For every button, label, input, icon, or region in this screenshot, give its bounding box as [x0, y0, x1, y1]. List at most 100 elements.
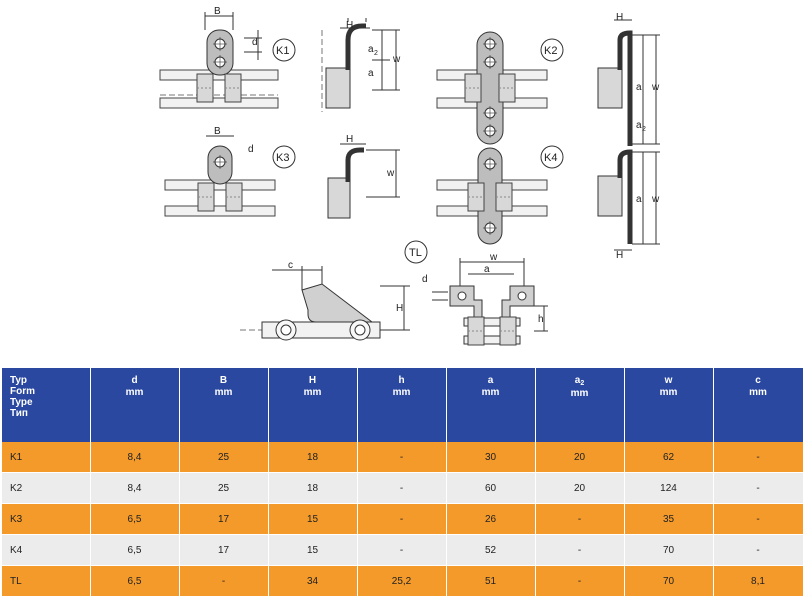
label-a-tl: a — [484, 264, 490, 275]
header-col-unit: mm — [659, 387, 678, 398]
table-cell: 8,4 — [90, 442, 180, 473]
table-cell: 8,4 — [90, 472, 180, 504]
label-d-tl: d — [422, 274, 428, 285]
table-cell: - — [713, 503, 804, 535]
label-w-tl: w — [489, 252, 498, 263]
label-d: d — [252, 37, 258, 48]
table-cell: 17 — [179, 503, 269, 535]
table-cell: 34 — [268, 565, 358, 597]
k3-front-view: B d K3 — [164, 126, 296, 217]
table-cell: 51 — [446, 565, 536, 597]
table-cell: 52 — [446, 534, 536, 566]
label-a2-k1: a — [368, 44, 374, 55]
header-col-unit: mm — [303, 387, 322, 398]
table-cell: - — [357, 472, 447, 504]
k1-side-view: H a 2 a w — [321, 18, 401, 112]
table-cell: 8,1 — [713, 565, 804, 597]
table-cell: 25,2 — [357, 565, 447, 597]
table-cell: 6,5 — [90, 534, 180, 566]
table-cell: 60 — [446, 472, 536, 504]
k4-side-view: a w H — [597, 149, 660, 261]
cell-type: K4 — [2, 534, 91, 566]
table-cell: 15 — [268, 503, 358, 535]
label-B-k3: B — [214, 126, 221, 137]
tag-k3: K3 — [276, 152, 289, 164]
cell-type: K2 — [2, 472, 91, 504]
svg-text:2: 2 — [642, 126, 646, 133]
k3-side-view: H w — [327, 134, 400, 219]
table-cell: 30 — [446, 442, 536, 473]
table-cell: 25 — [179, 472, 269, 504]
table-cell: - — [535, 534, 625, 566]
label-w-k1: w — [392, 54, 401, 65]
label-a-k1: a — [368, 68, 374, 79]
tag-tl: TL — [409, 247, 422, 259]
technical-drawing: B d K1 H a 2 a w K2 — [159, 6, 660, 346]
label-a-k2: a — [636, 82, 642, 93]
table-cell: 70 — [624, 565, 714, 597]
table-cell: - — [357, 534, 447, 566]
header-col-unit: mm — [125, 387, 144, 398]
cell-type: K3 — [2, 503, 91, 535]
table-cell: 15 — [268, 534, 358, 566]
label-H: H — [346, 20, 353, 31]
header-col-name: c — [755, 375, 761, 386]
k4-front-view: K4 — [436, 145, 564, 245]
table-cell: - — [357, 503, 447, 535]
cell-type: TL — [2, 565, 91, 597]
header-col-name: a2 — [574, 375, 585, 387]
label-w-k4: w — [651, 194, 660, 205]
label-w-k2: w — [651, 82, 660, 93]
tag-k1: K1 — [276, 45, 289, 57]
k2-side-view: H a w a 2 — [597, 12, 660, 146]
cell-type: K1 — [2, 442, 91, 473]
label-H-k4: H — [616, 250, 623, 261]
table-cell: - — [713, 534, 804, 566]
tl-side-view: c H — [240, 260, 410, 341]
table-cell: 17 — [179, 534, 269, 566]
table-cell: - — [357, 442, 447, 473]
svg-text:2: 2 — [374, 50, 378, 57]
table-cell: 124 — [624, 472, 714, 504]
table-cell: 25 — [179, 442, 269, 473]
table-cell: 20 — [535, 442, 625, 473]
table-cell: 35 — [624, 503, 714, 535]
header-col-name: B — [219, 375, 228, 386]
header-col-unit: mm — [481, 387, 500, 398]
table-cell: 18 — [268, 442, 358, 473]
header-type: Typ Form Type Тип — [2, 368, 91, 442]
tl-front-view: TL w a d h — [404, 240, 548, 346]
k2-front-view: K2 — [436, 31, 564, 145]
tag-k4: K4 — [544, 152, 557, 164]
label-h-tl: h — [538, 314, 544, 325]
table-cell: 62 — [624, 442, 714, 473]
table-cell: - — [535, 503, 625, 535]
header-col-name: d — [131, 375, 138, 386]
label-a-k4: a — [636, 194, 642, 205]
label-w-k3: w — [386, 168, 395, 179]
table-cell: 70 — [624, 534, 714, 566]
label-H-k3: H — [346, 134, 353, 145]
label-c: c — [288, 260, 293, 271]
table-cell: - — [713, 442, 804, 473]
tag-k2: K2 — [544, 45, 557, 57]
header-col-unit: mm — [214, 387, 233, 398]
label-d-k3: d — [248, 144, 254, 155]
table-cell: 26 — [446, 503, 536, 535]
table-cell: 20 — [535, 472, 625, 504]
table-cell: - — [179, 565, 269, 597]
table-cell: - — [713, 472, 804, 504]
